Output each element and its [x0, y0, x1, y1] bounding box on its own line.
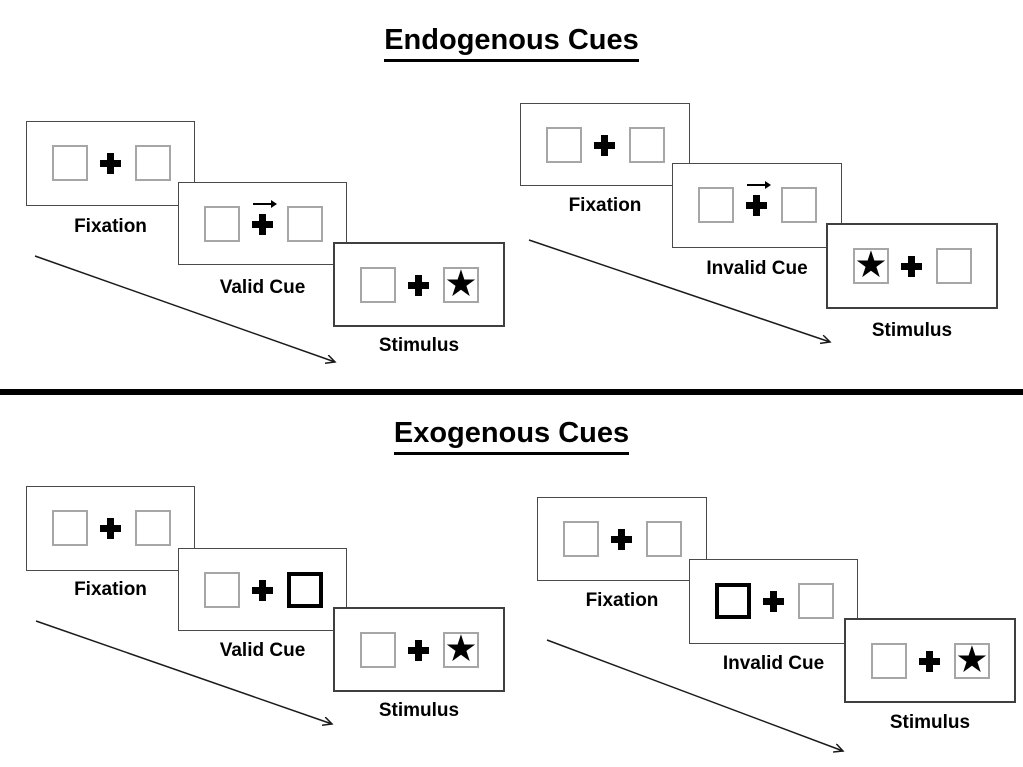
left-box	[563, 521, 599, 557]
right-box	[781, 187, 817, 223]
fixation-cross-icon	[746, 195, 767, 216]
fixation-cross-icon	[611, 529, 632, 550]
exogenous-valid-cue-label: Valid Cue	[219, 640, 306, 661]
star-icon: ★	[854, 244, 888, 285]
left-box: ★	[853, 244, 889, 285]
fixation-cross-icon	[594, 135, 615, 156]
fixation-cross-icon	[100, 153, 121, 174]
endogenous-section-title: Endogenous Cues	[0, 24, 1023, 62]
endogenous-valid-stimulus-label: Stimulus	[378, 335, 460, 356]
right-box	[287, 206, 323, 242]
exogenous-invalid-cue-label: Invalid Cue	[722, 653, 825, 674]
fixation-cross-icon	[252, 580, 273, 601]
exogenous-valid-stimulus-label: Stimulus	[378, 700, 460, 721]
right-box	[646, 521, 682, 557]
left-box	[715, 583, 751, 619]
right-box	[629, 127, 665, 163]
exogenous-invalid-stimulus-panel: ★	[844, 618, 1016, 703]
exogenous-section-title: Exogenous Cues	[0, 417, 1023, 455]
exogenous-valid-fixation-label: Fixation	[74, 579, 147, 600]
endogenous-invalid-cue-panel	[672, 163, 842, 248]
exogenous-valid-fixation-panel	[26, 486, 195, 571]
endogenous-valid-cue-panel	[178, 182, 347, 265]
right-box: ★	[443, 263, 479, 304]
right-box: ★	[443, 628, 479, 669]
endogenous-valid-fixation-panel	[26, 121, 195, 206]
endogenous-invalid-cue-label: Invalid Cue	[706, 258, 808, 279]
endogenous-valid-timeline-arrow	[34, 255, 335, 362]
star-icon: ★	[444, 263, 478, 304]
left-box	[204, 206, 240, 242]
endogenous-invalid-stimulus-panel: ★	[826, 223, 998, 309]
endogenous-invalid-stimulus-label: Stimulus	[871, 320, 953, 341]
exogenous-valid-cue-panel	[178, 548, 347, 631]
fixation-cross-icon	[408, 275, 429, 296]
exogenous-valid-stimulus-panel: ★	[333, 607, 505, 692]
exogenous-valid-timeline-arrow	[35, 620, 332, 724]
endogenous-section-title-text: Endogenous Cues	[384, 24, 639, 62]
exogenous-section-title-text: Exogenous Cues	[393, 417, 630, 455]
fixation-cross-icon	[919, 651, 940, 672]
right-box	[287, 572, 323, 608]
endogenous-invalid-fixation-label: Fixation	[568, 195, 642, 216]
left-box	[546, 127, 582, 163]
exogenous-invalid-cue-panel	[689, 559, 858, 644]
left-box	[698, 187, 734, 223]
cue-arrow-right-icon	[747, 180, 771, 190]
fixation-cross-icon	[100, 518, 121, 539]
star-icon: ★	[444, 628, 478, 669]
exogenous-invalid-fixation-panel	[537, 497, 707, 581]
endogenous-valid-cue-label: Valid Cue	[219, 277, 306, 298]
fixation-cross-icon	[901, 256, 922, 277]
right-box	[135, 510, 171, 546]
endogenous-valid-fixation-label: Fixation	[74, 216, 147, 237]
left-box	[52, 510, 88, 546]
cue-arrow-right-icon	[253, 199, 277, 209]
fixation-cross-icon	[408, 640, 429, 661]
left-box	[871, 643, 907, 679]
endogenous-invalid-fixation-panel	[520, 103, 690, 186]
right-box	[798, 583, 834, 619]
exogenous-invalid-fixation-label: Fixation	[585, 590, 659, 611]
fixation-cross-icon	[763, 591, 784, 612]
right-box: ★	[954, 639, 990, 680]
left-box	[52, 145, 88, 181]
left-box	[204, 572, 240, 608]
star-icon: ★	[955, 639, 989, 680]
left-box	[360, 267, 396, 303]
section-divider	[0, 389, 1023, 395]
endogenous-invalid-timeline-arrow	[528, 239, 830, 342]
exogenous-invalid-stimulus-label: Stimulus	[889, 712, 971, 733]
left-box	[360, 632, 396, 668]
right-box	[936, 248, 972, 284]
fixation-cross-icon	[252, 214, 273, 235]
endogenous-valid-stimulus-panel: ★	[333, 242, 505, 327]
right-box	[135, 145, 171, 181]
